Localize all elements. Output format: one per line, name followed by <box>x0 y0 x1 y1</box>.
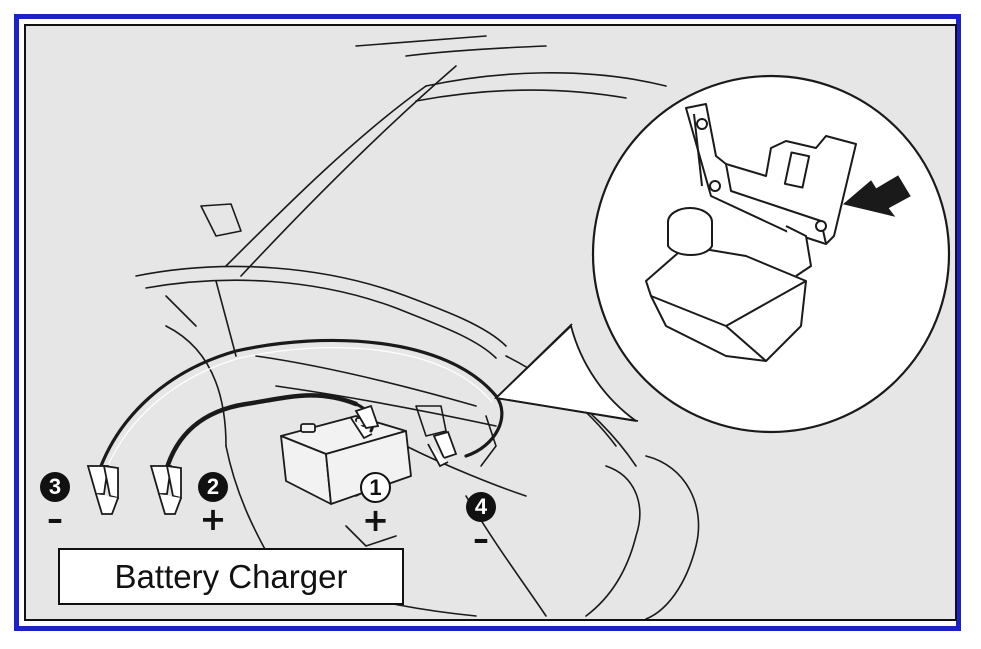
polarity-label: + <box>362 501 389 539</box>
detail-callout <box>494 74 951 434</box>
step-1-positive: 1 + <box>360 472 391 539</box>
jumper-clamp-icon <box>350 404 458 468</box>
step-4-negative: 4 – <box>466 492 496 558</box>
battery <box>280 415 412 505</box>
jumper-cables <box>99 338 504 474</box>
battery-charger-label: Battery Charger <box>58 548 404 605</box>
car-illustration <box>86 35 951 619</box>
step-number: 3 <box>40 472 70 502</box>
polarity-label: – <box>473 520 489 558</box>
step-2-positive: 2 + <box>198 472 228 538</box>
step-number: 1 <box>360 472 391 503</box>
diagram-panel: 3 – 2 + 1 + 4 – Battery Charger <box>24 24 957 621</box>
charger-clamps <box>86 464 182 515</box>
step-number: 4 <box>466 492 496 522</box>
step-number: 2 <box>198 472 228 502</box>
arrow-icon <box>842 175 911 217</box>
fuse-box <box>645 207 812 362</box>
step-3-negative: 3 – <box>40 472 70 538</box>
polarity-label: – <box>47 500 63 538</box>
polarity-label: + <box>199 500 227 538</box>
terminal-bracket <box>685 103 857 245</box>
